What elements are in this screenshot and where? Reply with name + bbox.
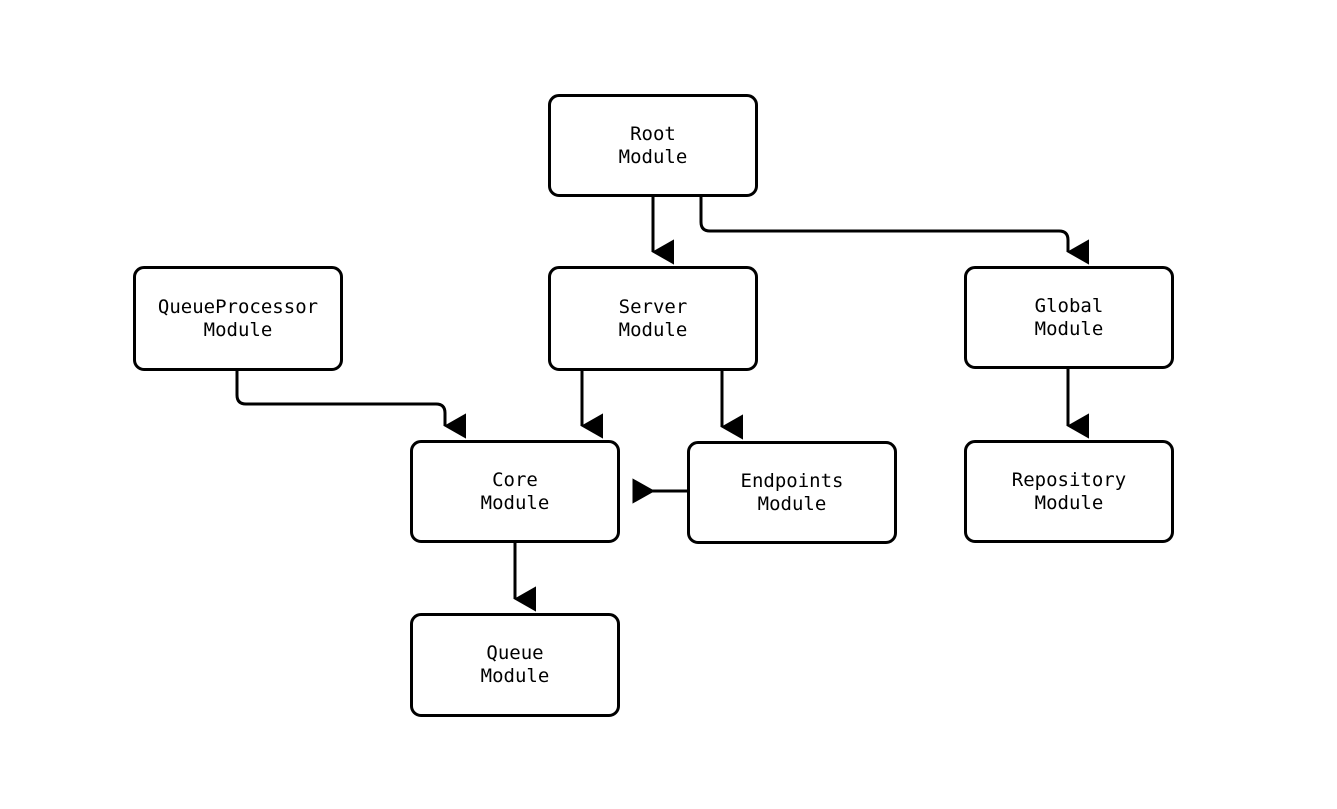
node-root-module-line2: Module [618,145,688,168]
node-core-module[interactable]: Core Module [410,440,620,543]
edge-queueprocessor-to-core [235,371,466,439]
node-server-module[interactable]: Server Module [548,266,758,371]
node-server-module-line2: Module [618,318,688,341]
node-repository-module[interactable]: Repository Module [964,440,1174,543]
node-root-module-line1: Root [630,122,676,145]
node-queueprocessor-module[interactable]: QueueProcessor Module [133,266,343,371]
node-repository-module-line1: Repository [1011,468,1127,491]
node-queue-module-line1: Queue [486,642,544,664]
node-queue-module-line2: Module [480,665,550,687]
node-endpoints-module[interactable]: Endpoints Module [687,441,897,544]
node-server-module-line1: Server [618,295,688,318]
node-core-module-line2: Module [480,491,550,514]
node-endpoints-module-line1: Endpoints [740,469,844,492]
node-queue-module[interactable]: Queue Module [410,613,620,717]
node-repository-module-line2: Module [1034,491,1104,514]
node-core-module-line1: Core [492,468,538,491]
edge-root-to-global [699,197,1089,265]
node-queueprocessor-module-line1: QueueProcessor [157,295,319,318]
node-root-module[interactable]: Root Module [548,94,758,197]
node-queueprocessor-module-line2: Module [203,318,273,341]
node-global-module-line2: Module [1034,317,1104,340]
node-global-module[interactable]: Global Module [964,266,1174,369]
node-endpoints-module-line2: Module [757,492,827,515]
node-global-module-line1: Global [1034,294,1104,317]
